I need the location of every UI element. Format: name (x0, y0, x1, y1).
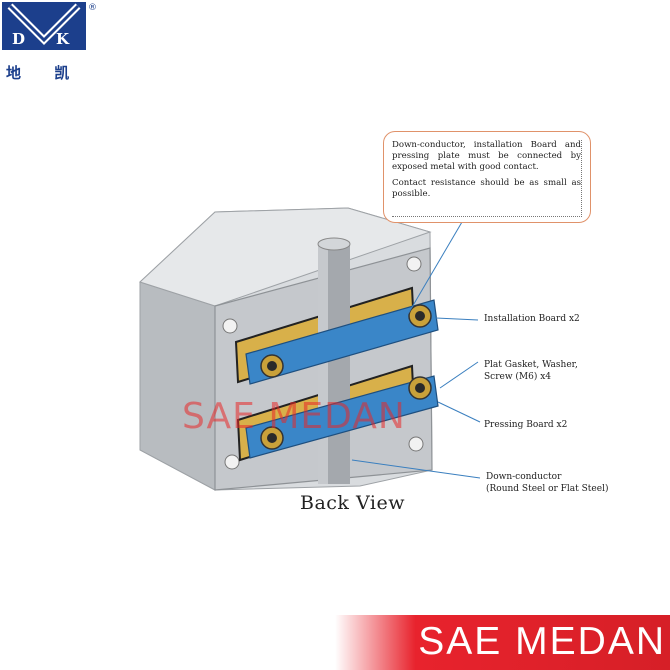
label-gasket-line2: Screw (M6) x4 (484, 372, 552, 382)
logo-letter-d: D (12, 30, 25, 48)
note-connection-text: Down-conductor, installation Board and p… (392, 140, 581, 172)
label-gasket-line1: Plat Gasket, Washer, (484, 360, 578, 370)
label-down-conductor-line1: Down-conductor (486, 472, 562, 482)
brand-text: SAE MEDAN (418, 620, 666, 663)
label-down-conductor-line2: (Round Steel or Flat Steel) (486, 484, 609, 494)
bolts (260, 304, 432, 450)
label-installation-board: Installation Board x2 (484, 314, 580, 324)
watermark: SAE MEDAN (182, 396, 406, 437)
leader-lines (351, 221, 481, 479)
note-resistance-text: Contact resistance should be as small as… (392, 178, 581, 199)
label-pressing-board: Pressing Board x2 (484, 420, 568, 430)
diagram-caption: Back View (300, 492, 405, 514)
note-box: Down-conductor, installation Board and p… (383, 131, 591, 223)
brand-banner (0, 615, 670, 670)
logo-registered: ® (88, 3, 97, 13)
logo-chinese-name: 地 凯 (6, 64, 84, 82)
down-conductor-rod (317, 237, 351, 484)
logo-letter-k: K (56, 30, 70, 48)
dk-logo: D K ® (2, 2, 97, 50)
pressing-plates (245, 299, 439, 459)
